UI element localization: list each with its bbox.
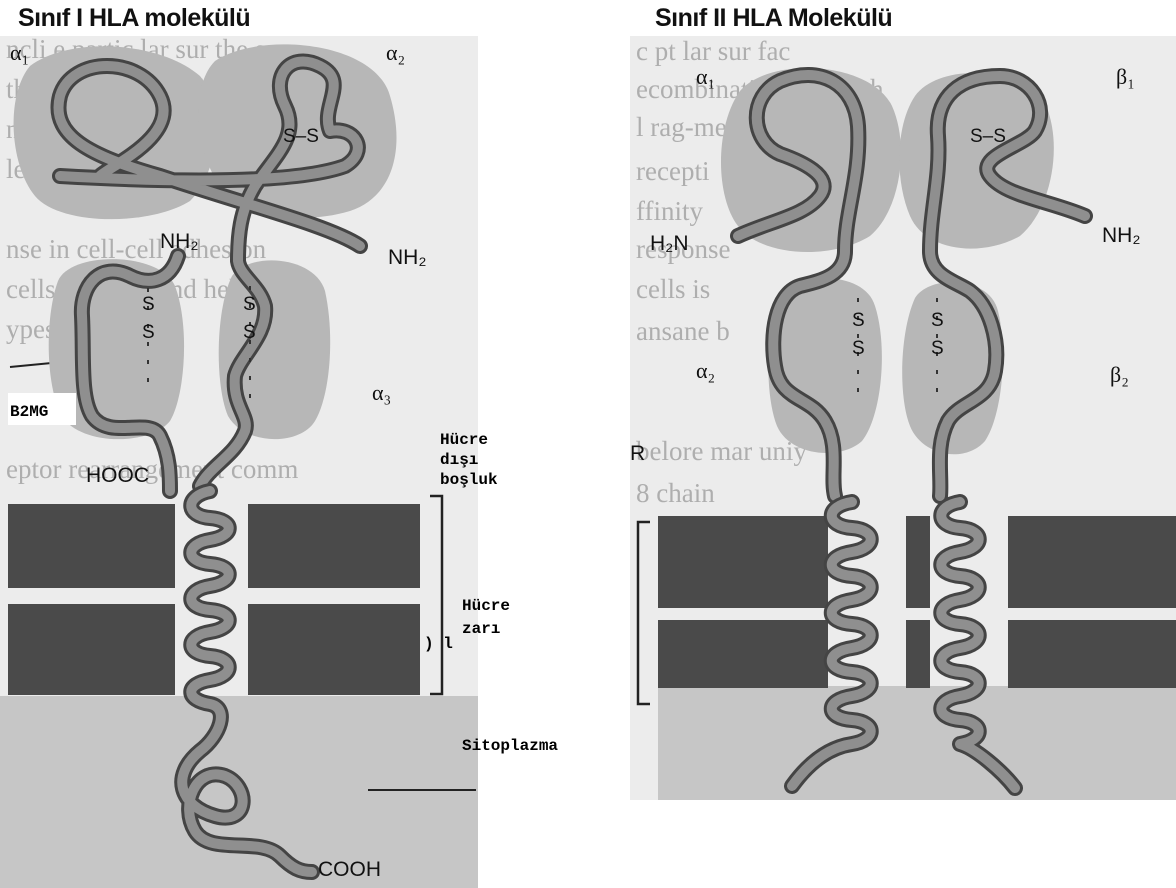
svg-text:eptor rearrangement comm: eptor rearrangement comm	[6, 454, 298, 484]
svg-text:cells is: cells is	[636, 274, 710, 304]
class2-cytoplasm-region	[658, 686, 1176, 800]
class1-diagram: ncli e partic lar sur the sa the cells e…	[0, 36, 604, 888]
class1-alpha3-label: α₃	[372, 380, 391, 405]
class2-disulfide-top: S–S	[970, 126, 1006, 147]
class2-beta1-label: β₁	[1116, 64, 1135, 89]
class1-label-panel	[478, 36, 604, 888]
class1-extracellular-line2: dışı	[440, 451, 478, 469]
class1-s-3: S	[243, 294, 256, 315]
class2-diagram: c pt lar sur fac ecombination in which l…	[630, 36, 1176, 800]
class1-s-4: S	[243, 322, 256, 343]
svg-text:belore mar uniy: belore mar uniy	[636, 436, 807, 466]
class2-s-2: S	[852, 338, 865, 359]
class1-cytoplasm-label: Sitoplazma	[462, 737, 558, 755]
svg-text:nse in cell-cell adhesion: nse in cell-cell adhesion	[6, 234, 267, 264]
svg-text:recepti: recepti	[636, 156, 709, 186]
class2-s-1: S	[852, 310, 865, 331]
class1-alpha1-label: α₁	[10, 40, 29, 65]
class2-alpha2-label: α₂	[696, 358, 715, 383]
svg-text:ypes: ypes	[6, 314, 56, 344]
svg-text:c pt lar sur fac: c pt lar sur fac	[636, 36, 790, 66]
class1-cooh-label: COOH	[318, 858, 381, 881]
class1-membrane-line1: Hücre	[462, 597, 510, 615]
class1-s-1: S	[142, 294, 155, 315]
class1-hooc-label: HOOC	[86, 464, 149, 487]
class1-membrane-line2: zarı	[462, 620, 500, 638]
class1-nh2-right: NH₂	[388, 246, 426, 269]
class2-nh2-label: NH₂	[1102, 224, 1140, 247]
class1-title: Sınıf I HLA molekülü	[18, 4, 250, 33]
class1-nh2-left: NH₂	[160, 230, 198, 253]
class1-extracellular-line3: boşluk	[440, 471, 498, 489]
svg-text:ffinity: ffinity	[636, 196, 703, 226]
class1-disulfide-top: S–S	[283, 126, 319, 147]
class1-b2mg-label: B2MG	[10, 403, 48, 421]
class2-title: Sınıf II HLA Molekülü	[655, 4, 892, 33]
class1-s-2: S	[142, 322, 155, 343]
class2-membrane	[658, 516, 1176, 688]
class2-s-3: S	[931, 310, 944, 331]
svg-text:8 chain: 8 chain	[636, 478, 715, 508]
class1-stray-mark: ) l	[424, 635, 453, 653]
class2-beta2-label: β₂	[1110, 362, 1129, 387]
class2-alpha1-label: α₁	[696, 64, 715, 89]
class1-extracellular-line1: Hücre	[440, 431, 488, 449]
svg-text:ansane b: ansane b	[636, 316, 730, 346]
class1-alpha2-label: α₂	[386, 40, 405, 65]
class2-h2n-label: H₂N	[650, 232, 688, 255]
class2-r-label: R	[630, 442, 645, 465]
class2-s-4: S	[931, 338, 944, 359]
